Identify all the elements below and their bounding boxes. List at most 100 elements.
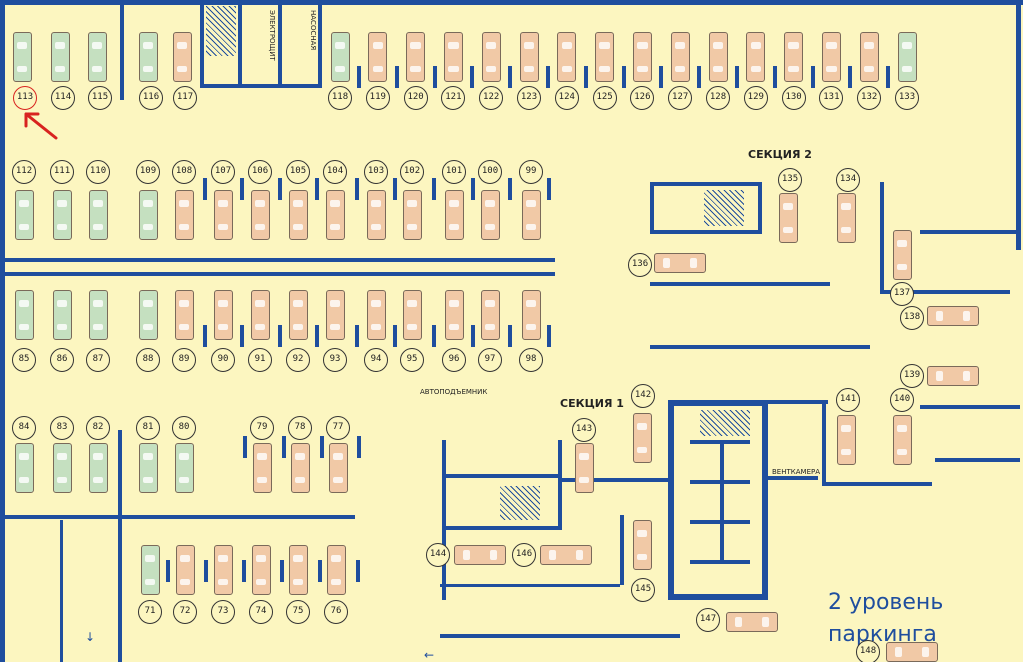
parking-spot-127[interactable] <box>670 32 690 82</box>
parking-spot-97[interactable] <box>480 290 500 340</box>
parking-spot-123[interactable] <box>519 32 539 82</box>
parking-spot-145[interactable] <box>632 520 652 570</box>
parking-spot-125[interactable] <box>595 32 615 82</box>
parking-spot-124[interactable] <box>557 32 577 82</box>
parking-spot-109[interactable] <box>138 190 158 240</box>
parking-spot-86[interactable] <box>52 290 72 340</box>
parking-spot-79[interactable] <box>252 443 272 493</box>
outer-wall-top <box>0 0 1023 5</box>
parking-spot-92[interactable] <box>288 290 308 340</box>
section1-wall <box>822 482 932 486</box>
parking-spot-104[interactable] <box>325 190 345 240</box>
spot-number-101: 101 <box>442 160 466 184</box>
spot-divider <box>508 325 512 347</box>
parking-spot-110[interactable] <box>88 190 108 240</box>
parking-spot-101[interactable] <box>444 190 464 240</box>
parking-spot-95[interactable] <box>402 290 422 340</box>
spot-divider <box>356 560 360 582</box>
parking-spot-132[interactable] <box>859 32 879 82</box>
parking-spot-107[interactable] <box>213 190 233 240</box>
parking-spot-72[interactable] <box>175 545 195 595</box>
service-block-wall <box>238 0 242 88</box>
parking-spot-116[interactable] <box>138 32 158 82</box>
parking-spot-81[interactable] <box>138 443 158 493</box>
spot-number-125: 125 <box>592 86 617 110</box>
parking-spot-143[interactable] <box>574 443 594 493</box>
parking-spot-131[interactable] <box>821 32 841 82</box>
parking-spot-136[interactable] <box>654 253 706 273</box>
parking-spot-73[interactable] <box>213 545 233 595</box>
parking-spot-148[interactable] <box>886 642 938 662</box>
spot-divider <box>810 66 815 88</box>
parking-spot-144[interactable] <box>454 545 506 565</box>
parking-spot-118[interactable] <box>330 32 350 82</box>
parking-spot-102[interactable] <box>402 190 422 240</box>
parking-spot-112[interactable] <box>14 190 34 240</box>
parking-spot-84[interactable] <box>14 443 34 493</box>
parking-spot-137[interactable] <box>892 230 912 280</box>
spot-number-132: 132 <box>857 86 882 110</box>
spot-number-130: 130 <box>781 86 806 110</box>
parking-spot-133[interactable] <box>897 32 917 82</box>
parking-spot-76[interactable] <box>326 545 346 595</box>
parking-spot-106[interactable] <box>250 190 270 240</box>
spot-divider <box>278 178 282 200</box>
parking-spot-141[interactable] <box>836 415 856 465</box>
parking-spot-114[interactable] <box>50 32 70 82</box>
parking-spot-108[interactable] <box>174 190 194 240</box>
spot-divider <box>280 560 284 582</box>
section1-core <box>668 400 768 406</box>
parking-spot-121[interactable] <box>443 32 463 82</box>
parking-spot-139[interactable] <box>927 366 979 386</box>
spot-number-82: 82 <box>86 416 110 440</box>
parking-spot-120[interactable] <box>406 32 426 82</box>
parking-spot-122[interactable] <box>481 32 501 82</box>
parking-spot-115[interactable] <box>87 32 107 82</box>
parking-spot-113[interactable] <box>12 32 32 82</box>
parking-spot-96[interactable] <box>444 290 464 340</box>
vertical-pillar <box>120 0 124 100</box>
parking-spot-111[interactable] <box>52 190 72 240</box>
parking-spot-71[interactable] <box>140 545 160 595</box>
section1-wall <box>768 400 828 404</box>
parking-spot-134[interactable] <box>836 193 856 243</box>
parking-spot-142[interactable] <box>632 413 652 463</box>
parking-spot-135[interactable] <box>778 193 798 243</box>
parking-spot-138[interactable] <box>927 306 979 326</box>
parking-spot-147[interactable] <box>726 612 778 632</box>
parking-spot-88[interactable] <box>138 290 158 340</box>
parking-spot-146[interactable] <box>540 545 592 565</box>
parking-spot-129[interactable] <box>746 32 766 82</box>
spot-number-90: 90 <box>211 348 235 372</box>
parking-spot-99[interactable] <box>521 190 541 240</box>
parking-spot-126[interactable] <box>632 32 652 82</box>
parking-spot-89[interactable] <box>174 290 194 340</box>
parking-spot-130[interactable] <box>784 32 804 82</box>
parking-spot-105[interactable] <box>288 190 308 240</box>
parking-spot-82[interactable] <box>88 443 108 493</box>
spot-divider <box>471 178 475 200</box>
parking-spot-77[interactable] <box>328 443 348 493</box>
parking-spot-119[interactable] <box>368 32 388 82</box>
parking-spot-85[interactable] <box>14 290 34 340</box>
parking-spot-117[interactable] <box>172 32 192 82</box>
parking-spot-93[interactable] <box>325 290 345 340</box>
parking-spot-75[interactable] <box>288 545 308 595</box>
parking-spot-140[interactable] <box>892 415 912 465</box>
parking-spot-83[interactable] <box>52 443 72 493</box>
parking-spot-91[interactable] <box>250 290 270 340</box>
parking-spot-98[interactable] <box>521 290 541 340</box>
spot-divider <box>621 66 626 88</box>
parking-spot-80[interactable] <box>174 443 194 493</box>
parking-spot-94[interactable] <box>366 290 386 340</box>
parking-spot-90[interactable] <box>213 290 233 340</box>
parking-spot-78[interactable] <box>290 443 310 493</box>
spot-number-89: 89 <box>172 348 196 372</box>
parking-spot-87[interactable] <box>88 290 108 340</box>
parking-spot-100[interactable] <box>480 190 500 240</box>
stairs-icon <box>206 6 236 56</box>
parking-spot-74[interactable] <box>251 545 271 595</box>
parking-spot-103[interactable] <box>366 190 386 240</box>
spot-divider <box>318 560 322 582</box>
parking-spot-128[interactable] <box>708 32 728 82</box>
